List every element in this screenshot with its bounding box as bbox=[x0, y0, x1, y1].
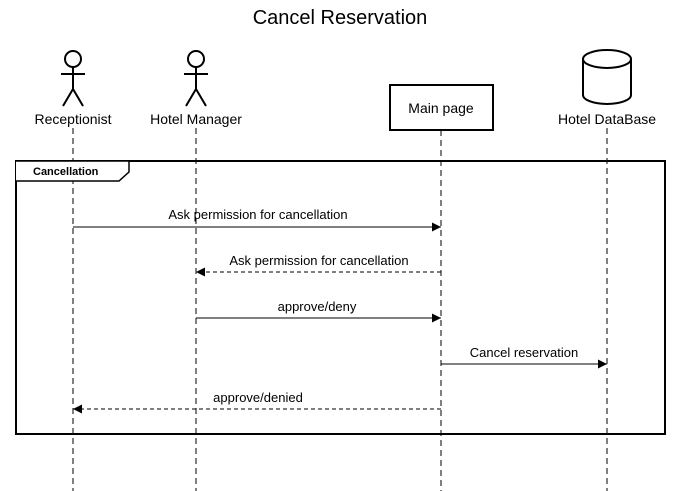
message-label-2: Ask permission for cancellation bbox=[229, 253, 408, 268]
message-label-4: Cancel reservation bbox=[470, 345, 578, 360]
diagram-title: Cancel Reservation bbox=[253, 7, 428, 29]
message-label-5: approve/denied bbox=[213, 390, 303, 405]
frame-label: Cancellation bbox=[33, 166, 99, 178]
cancellation-frame bbox=[15, 160, 666, 435]
frame-label-tab bbox=[16, 160, 130, 182]
main-page-box bbox=[389, 84, 494, 131]
database-icon bbox=[582, 49, 632, 105]
message-label-1: Ask permission for cancellation bbox=[168, 207, 347, 222]
actor-hotel-manager-icon bbox=[184, 50, 208, 107]
participant-hotel-database-label: Hotel DataBase bbox=[558, 111, 656, 127]
message-label-3: approve/deny bbox=[278, 299, 357, 314]
actor-receptionist-icon bbox=[61, 50, 85, 107]
participant-hotel-manager-label: Hotel Manager bbox=[150, 111, 242, 127]
participant-receptionist-label: Receptionist bbox=[34, 111, 111, 127]
participant-main-page-label: Main page bbox=[408, 100, 474, 116]
